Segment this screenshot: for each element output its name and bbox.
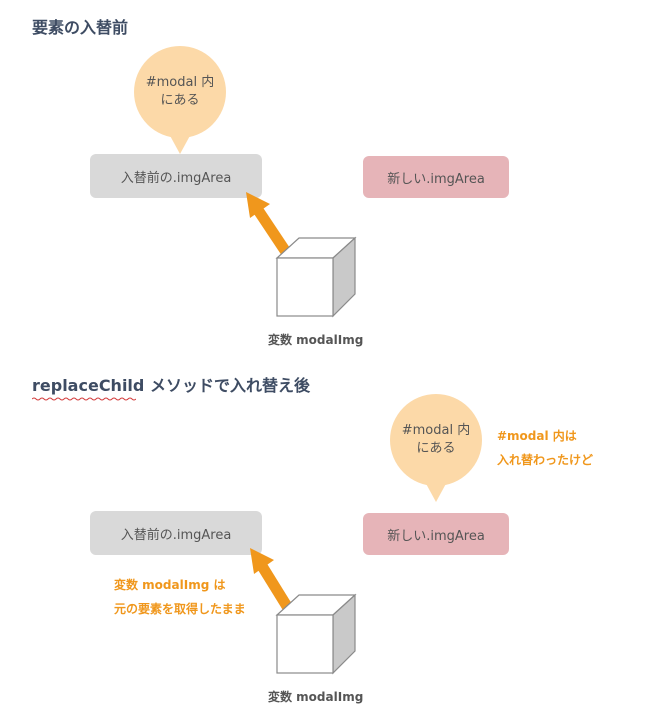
bubble-2-line1: #modal 内 <box>401 423 471 438</box>
bubble-2-line2: にある <box>416 441 456 456</box>
cube-icon-1 <box>275 236 357 318</box>
speech-bubble-2 <box>390 394 482 502</box>
arrow-icon-2 <box>250 548 293 611</box>
new-imgarea-box-1: 新しい.imgArea <box>363 156 509 198</box>
spellcheck-squiggle <box>32 397 136 401</box>
section2-title: replaceChild メソッドで入れ替え後 <box>32 372 310 401</box>
cube-icon-2 <box>275 593 357 675</box>
new-imgarea-box-2: 新しい.imgArea <box>363 513 509 555</box>
arrow-note: 変数 modalImg は 元の要素を取得したまま <box>114 573 246 621</box>
speech-bubble-1 <box>134 46 226 154</box>
variable-label-1: 変数 modalImg <box>268 333 364 347</box>
bubble-1-line1: #modal 内 <box>145 75 215 90</box>
speech-bubble-1-text: #modal 内 にある <box>128 70 232 114</box>
speech-bubble-2-text: #modal 内 にある <box>384 418 488 462</box>
arrow-note-line2: 元の要素を取得したまま <box>114 602 246 616</box>
bubble-note-line1: #modal 内は <box>497 429 577 443</box>
section2-title-text: replaceChild メソッドで入れ替え後 <box>32 376 310 395</box>
variable-label-2: 変数 modalImg <box>268 690 364 704</box>
old-imgarea-box-2: 入替前の.imgArea <box>90 511 262 555</box>
arrow-icon-1 <box>246 192 291 256</box>
bubble-note: #modal 内は 入れ替わったけど <box>497 424 593 472</box>
old-imgarea-box-1: 入替前の.imgArea <box>90 154 262 198</box>
section1-title: 要素の入替前 <box>32 18 129 37</box>
bubble-1-line2: にある <box>160 93 200 108</box>
bubble-note-line2: 入れ替わったけど <box>497 453 594 467</box>
arrow-note-line1: 変数 modalImg は <box>114 578 226 592</box>
